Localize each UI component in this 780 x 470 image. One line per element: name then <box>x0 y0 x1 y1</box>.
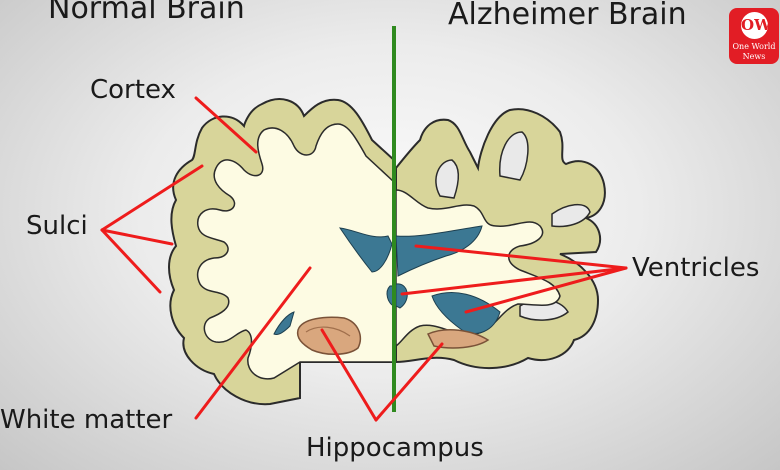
normal-brain-hippocampus <box>296 316 362 355</box>
sulci-pointer-upper <box>100 164 204 232</box>
alzheimer-brain <box>395 108 606 370</box>
white-matter-pointer <box>194 266 312 420</box>
sulci-label: Sulci <box>26 211 88 241</box>
pointer-lines <box>100 96 628 422</box>
ventricles-pointer-lower <box>464 266 628 314</box>
alzheimer-brain-sulcus-top <box>499 131 529 181</box>
logo-mark-icon: OW <box>741 12 771 39</box>
hippocampus-label: Hippocampus <box>306 433 484 463</box>
alzheimer-brain-ventricle <box>395 225 483 277</box>
normal-brain-temporal-horn <box>273 311 295 335</box>
cortex-label: Cortex <box>90 75 176 105</box>
white-matter-label: White matter <box>0 405 173 435</box>
alzheimer-brain-sulcus-upper <box>435 159 459 199</box>
alzheimer-brain-title: Alzheimer Brain <box>448 0 687 32</box>
alzheimer-brain-sulcus-side <box>551 203 591 228</box>
logo-line-1: One World <box>732 42 776 51</box>
normal-brain <box>168 98 397 406</box>
normal-brain-white-matter <box>196 123 395 380</box>
hippocampus-pointer-right <box>374 342 444 422</box>
normal-brain-title: Normal Brain <box>48 0 245 26</box>
sulci-pointer-middle <box>100 228 174 246</box>
logo-line-2: News <box>742 52 766 61</box>
ventricles-pointer-upper <box>414 244 628 270</box>
ventricles-label: Ventricles <box>632 253 759 283</box>
sulci-pointer-lower <box>100 228 162 294</box>
normal-brain-ventricle <box>338 227 393 273</box>
alzheimer-brain-third-ventricle <box>395 283 408 309</box>
cortex-pointer <box>194 96 258 154</box>
hippocampus-pointer-left <box>320 328 378 422</box>
normal-brain-hippocampus-fold <box>305 326 351 337</box>
one-world-news-logo: OW One World News <box>729 8 779 64</box>
ventricles-pointer-middle <box>400 266 628 296</box>
